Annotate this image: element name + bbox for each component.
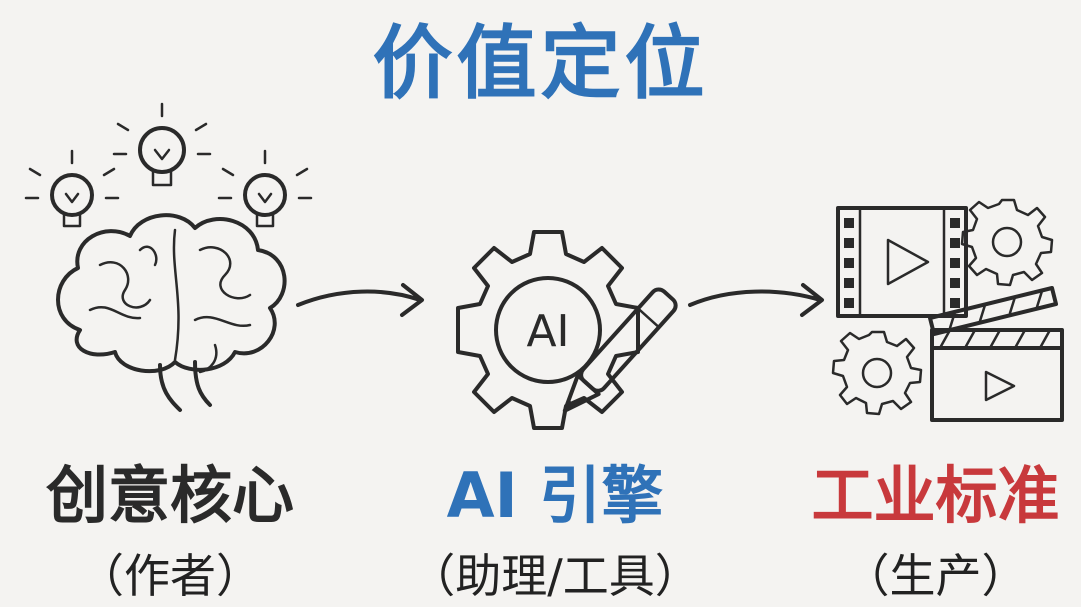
film-clapperboard-gears-icon: [831, 198, 1064, 422]
node-industry-standard-sublabel: （生产）: [843, 549, 1028, 603]
lightbulb-icon: [217, 149, 313, 228]
node-ai-engine-label: AI 引擎: [446, 459, 664, 532]
lightbulb-icon: [24, 149, 120, 228]
diagram-title: 价值定位: [372, 17, 709, 110]
flow-arrow-icon: [688, 283, 824, 317]
node-industry-standard-label: 工业标准: [811, 459, 1060, 532]
ai-gear-with-pen-icon: AI: [456, 230, 678, 430]
lightbulb-icon: [112, 102, 212, 187]
node-ai-engine-sublabel: （助理/工具）: [409, 549, 701, 603]
node-creative-core-sublabel: （作者）: [78, 549, 262, 603]
flow-arrow-icon: [296, 283, 424, 317]
brain-with-lightbulbs-icon: [24, 102, 313, 412]
node-creative-core-label: 创意核心: [45, 459, 294, 532]
ai-badge: AI: [526, 306, 569, 357]
